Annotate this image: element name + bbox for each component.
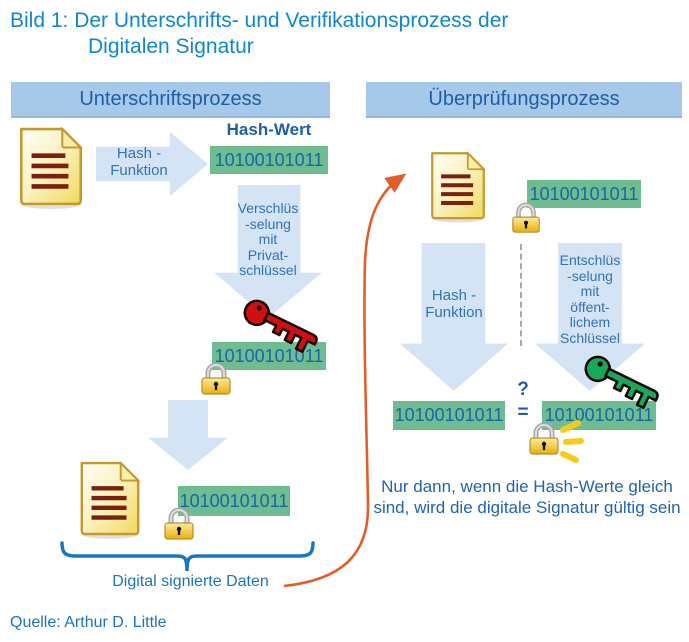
decryption-label-line2: -selung — [567, 267, 613, 284]
sparkle-icon — [558, 418, 584, 469]
figure-title-line1: Bild 1: Der Unterschrifts- und Verifikat… — [10, 9, 509, 32]
hash-function-label-left: Hash - Funktion — [98, 145, 180, 179]
decryption-label: Entschlüs -selung mit öffent- lichem Sch… — [535, 252, 645, 346]
question-mark: ? — [517, 379, 529, 400]
encryption-label-line2: -selung — [245, 215, 291, 232]
padlock-icon — [199, 362, 233, 402]
decryption-label-line4: öffent- — [570, 298, 610, 315]
encryption-label-line5: schlüssel — [239, 262, 297, 278]
hash-wert-label: Hash-Wert — [226, 120, 312, 139]
hash-function-label-line1: Hash - — [116, 145, 162, 162]
figure-title-line2: Digitalen Signatur — [88, 35, 254, 58]
hash-function-label-line2: Funktion — [425, 304, 483, 321]
conclusion-line1: Nur dann, wenn die Hash-Werte gleich — [381, 477, 673, 496]
source-credit: Quelle: Arthur D. Little — [10, 614, 167, 631]
conclusion-line2: sind, wird die digitale Signatur gültig … — [373, 498, 681, 517]
public-key-icon — [584, 352, 668, 429]
figure-title: Bild 1: Der Unterschrifts- und Verifikat… — [10, 8, 508, 60]
hash-value-box-signed: 10100101011 — [178, 486, 290, 516]
encryption-label-line1: Verschlüs — [237, 200, 299, 216]
hash-function-label-line2: Funktion — [110, 162, 168, 179]
decryption-label-line5: lichem — [569, 314, 611, 330]
encryption-label-line3: mit — [258, 231, 278, 247]
padlock-icon — [162, 507, 196, 547]
hash-function-label-right: Hash - Funktion — [408, 287, 500, 321]
padlock-valid-icon — [527, 422, 561, 463]
signing-down-arrow — [148, 400, 228, 470]
conclusion-text: Nur dann, wenn die Hash-Werte gleich sin… — [372, 476, 682, 518]
hash-function-label-line1: Hash - — [431, 287, 477, 304]
document-icon — [14, 126, 88, 215]
hash-value-box-received: 10100101011 — [527, 180, 641, 208]
dashed-divider — [520, 244, 522, 346]
hash-value-box-computed: 10100101011 — [393, 401, 505, 430]
padlock-icon — [510, 202, 542, 241]
hash-value-box-decrypted: 10100101011 — [542, 401, 656, 430]
header-verification-process: Überprüfungsprozess — [366, 82, 682, 118]
hash-value-box: 10100101011 — [210, 146, 328, 174]
document-icon — [75, 458, 145, 547]
private-key-icon — [243, 296, 327, 373]
equals-sign: = — [517, 402, 529, 423]
document-icon — [426, 143, 490, 236]
decryption-label-line3: mit — [580, 283, 600, 299]
encryption-label: Verschlüs -selung mit Privat- schlüssel — [214, 200, 322, 279]
decryption-label-line6: Schlüssel — [560, 329, 620, 346]
encryption-label-line4: Privat- — [247, 246, 289, 263]
decryption-label-line1: Entschlüs — [559, 252, 621, 268]
header-signing-process: Unterschriftsprozess — [11, 82, 330, 118]
digital-signed-data-label: Digital signierte Daten — [112, 573, 269, 590]
